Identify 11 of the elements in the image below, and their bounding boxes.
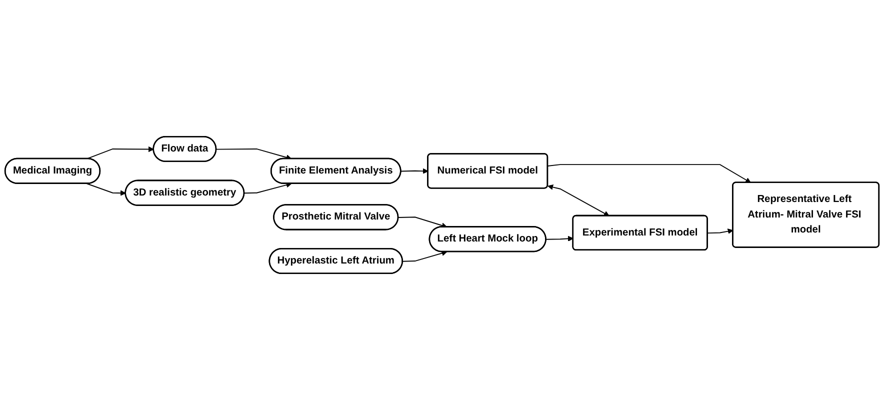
arrow (547, 164, 751, 183)
arrow (244, 182, 292, 194)
arrow (86, 183, 126, 196)
arrow (216, 148, 292, 160)
arrow (398, 216, 448, 228)
arrow (548, 184, 610, 216)
arrow (402, 250, 448, 262)
arrow (400, 168, 428, 174)
arrow (86, 146, 154, 160)
arrow (546, 236, 574, 242)
arrow (707, 228, 734, 234)
